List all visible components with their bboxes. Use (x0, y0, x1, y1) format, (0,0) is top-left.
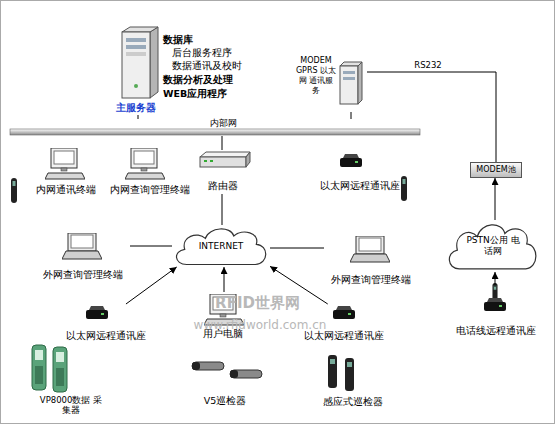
cloud-outline (449, 225, 535, 269)
connector-line (270, 248, 324, 249)
router: 路由器 (196, 150, 250, 194)
extranet-terminal: 外网查询管理终端 (324, 234, 418, 286)
scanner-icon (11, 178, 17, 203)
intranet-terminal: 内网通讯终端 (28, 146, 103, 198)
bus-bar (10, 129, 420, 135)
pen-reader-icon (192, 362, 262, 378)
node-label: 数据分析及处理 (163, 74, 248, 85)
node-label: 内网查询管理终端 (106, 184, 194, 195)
connector-line (495, 178, 496, 220)
dock-icon (484, 298, 506, 311)
internet-cloud: INTERNET (172, 225, 270, 267)
connector-line (351, 112, 352, 119)
modem-pool: MODEM池 (470, 162, 522, 178)
patrol-reader: V5巡检器 (185, 355, 265, 410)
ethernet-dock: 以太网远程通讯座 (312, 150, 407, 194)
connector-line (130, 246, 172, 247)
node-label: 数据通讯及校时 (172, 60, 248, 71)
watermark-text: RFID世界网 (200, 294, 315, 312)
laptop-icon (350, 236, 390, 262)
dock-icon (86, 306, 108, 319)
node-label: 以太网远程通讯座 (312, 180, 407, 191)
node-label: VP8000数据 采集器 (38, 395, 104, 415)
node-label: 路由器 (196, 180, 250, 191)
node-label: 内部网 (198, 118, 248, 128)
laptop-icon (62, 233, 102, 259)
connector-line (222, 194, 223, 225)
node-label: MODEM GPRS 以太网 通讯服务 (295, 56, 337, 96)
modem-server-icon (340, 62, 362, 104)
ethernet-dock: 以太网远程通讯座 (296, 304, 391, 344)
node-label: 感应式巡检器 (318, 396, 388, 407)
server-icon (122, 27, 158, 98)
node-label: 数据库 (163, 34, 243, 45)
node-label: 以太网远程通讯座 (296, 330, 391, 341)
ethernet-dock: 以太网远程通讯座 (58, 304, 153, 344)
connector-line (495, 272, 496, 287)
connector-line (224, 267, 225, 292)
connector-line (126, 267, 177, 304)
node-label: MODEM池 (471, 165, 521, 175)
connector-line (222, 136, 223, 150)
edge-label: RS232 (410, 60, 446, 70)
induction-reader-icon (328, 355, 354, 391)
pstn-cloud: PSTN公用 电话网 (445, 220, 540, 272)
connector-line (367, 72, 496, 162)
main-server: 数据库后台服务程序数据通讯及校时数据分析及处理 WEB应用程序主服务器 (108, 22, 248, 115)
query-terminal: 内网查询管理终端 (106, 146, 194, 198)
dock-icon (340, 154, 362, 167)
node-label: 以太网远程通讯座 (58, 330, 153, 341)
computer-icon (45, 148, 85, 179)
node-label: 外网查询管理终端 (36, 269, 130, 280)
user-pc: 用户电脑 (192, 292, 254, 342)
phone-dock: 电话线远程通讯座 (448, 287, 543, 339)
connector-line (138, 115, 139, 119)
connector-line (270, 266, 328, 304)
node-label: 用户电脑 (192, 328, 254, 339)
node-label: INTERNET (172, 241, 270, 252)
scanner-icon (401, 176, 407, 201)
data-collector: VP8000数据 采集器 (22, 343, 107, 418)
node-label: 后台服务程序 (172, 47, 248, 58)
patrol-reader: 感应式巡检器 (318, 350, 388, 412)
intranet-bus: 内部网 (10, 119, 420, 136)
dock-icon (333, 306, 355, 319)
extranet-terminal: 外网查询管理终端 (36, 231, 130, 283)
modem-server: MODEM GPRS 以太网 通讯服务 (295, 50, 367, 112)
node-label: 电话线远程通讯座 (448, 325, 543, 336)
collector-icon (32, 345, 67, 392)
router-icon (200, 152, 250, 167)
computer-icon (125, 148, 165, 179)
node-label: 内网通讯终端 (28, 184, 103, 195)
node-label: 主服务器 (110, 102, 162, 113)
node-label: PSTN公用 电话网 (465, 235, 521, 257)
computer-icon (204, 294, 244, 325)
node-label: V5巡检器 (185, 395, 265, 406)
node-label: 外网查询管理终端 (324, 274, 418, 285)
node-label: WEB应用程序 (163, 88, 248, 99)
